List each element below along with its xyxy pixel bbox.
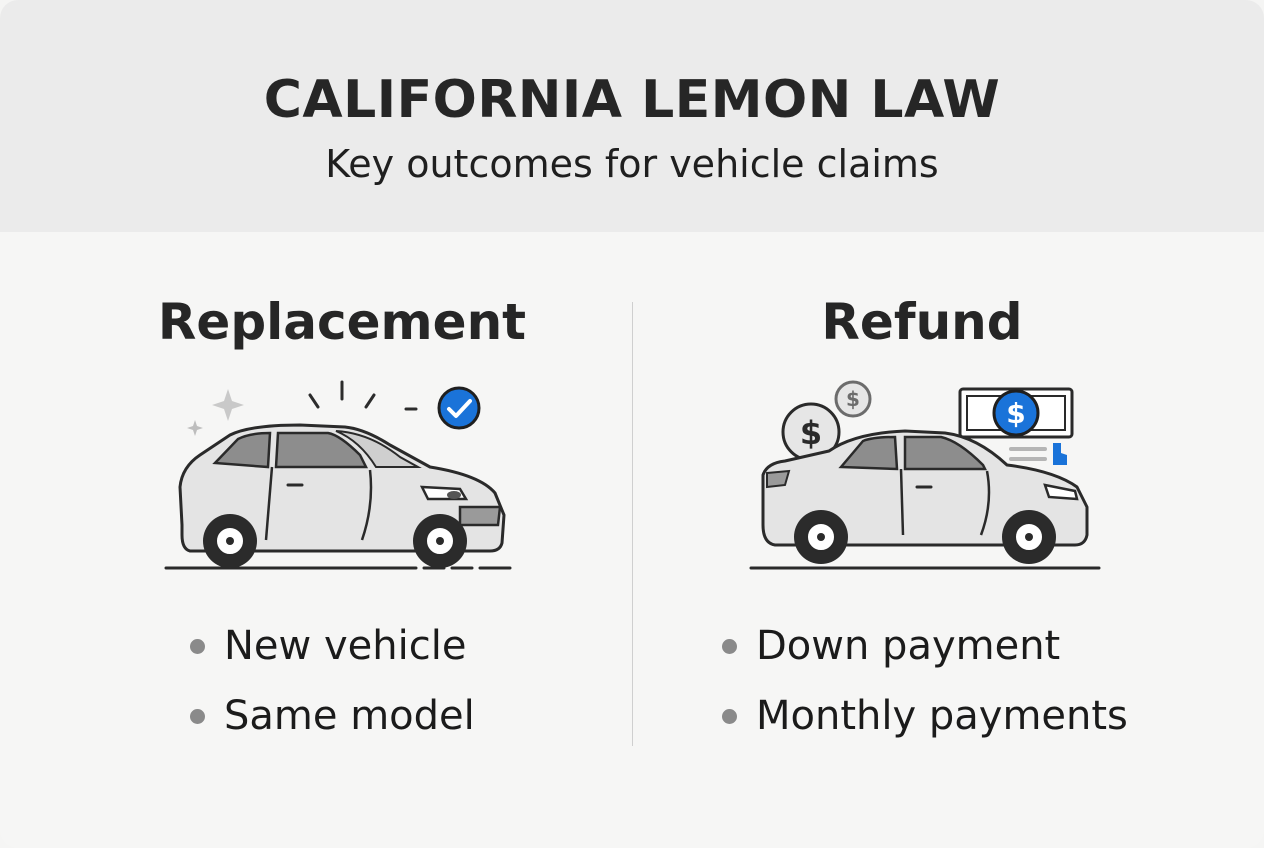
bullet-dot-icon (190, 639, 205, 654)
header-band: CALIFORNIA LEMON LAW Key outcomes for ve… (0, 0, 1264, 232)
svg-text:$: $ (846, 387, 860, 411)
list-item: New vehicle (190, 620, 475, 690)
page-title: CALIFORNIA LEMON LAW (263, 70, 1001, 130)
list-item: Down payment (722, 620, 1128, 690)
car-with-money-icon: $ $ $ (749, 380, 1101, 570)
bullet-dot-icon (722, 709, 737, 724)
car-with-checkmark-icon (164, 380, 522, 570)
list-item-label: New vehicle (224, 623, 467, 669)
refund-list: Down payment Monthly payments (722, 620, 1128, 760)
list-item: Same model (190, 690, 475, 760)
list-item-label: Monthly payments (756, 693, 1128, 739)
bullet-dot-icon (722, 639, 737, 654)
column-divider (632, 302, 633, 746)
svg-text:$: $ (800, 414, 822, 452)
list-item: Monthly payments (722, 690, 1128, 760)
list-item-label: Same model (224, 693, 475, 739)
refund-heading: Refund (821, 293, 1023, 351)
replacement-heading: Replacement (157, 293, 527, 351)
svg-text:$: $ (1006, 397, 1025, 430)
bullet-dot-icon (190, 709, 205, 724)
replacement-list: New vehicle Same model (190, 620, 475, 760)
page-subtitle: Key outcomes for vehicle claims (325, 142, 939, 186)
list-item-label: Down payment (756, 623, 1061, 669)
